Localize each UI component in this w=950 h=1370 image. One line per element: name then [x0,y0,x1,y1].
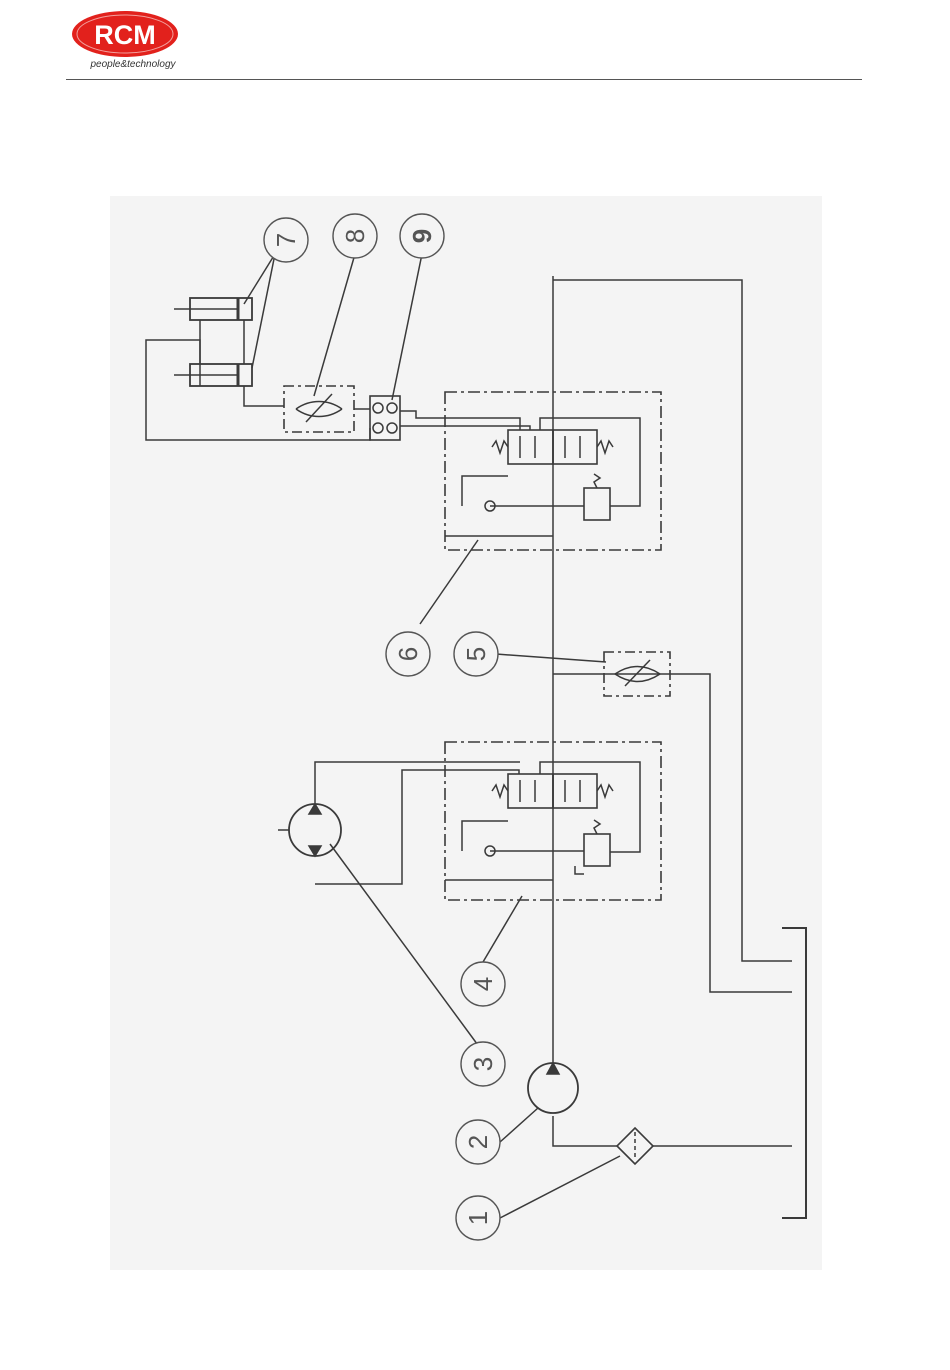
pump-symbol [528,1063,578,1113]
tank [782,928,806,1218]
leader-2 [500,1108,538,1142]
drain-line [553,674,792,992]
throttle-valve-8 [284,386,370,432]
leader-9 [392,254,422,400]
callout-1: 1 [463,1211,493,1225]
valve-block-lower [315,742,661,900]
logo-tagline: people&technology [89,59,176,70]
logo-text: RCM [94,20,156,50]
page-header: RCM people&technology [0,0,950,90]
leader-6 [420,540,478,624]
rcm-logo: RCM people&technology [70,8,180,70]
leader-7b [252,254,275,368]
header-divider [66,79,862,80]
leader-8 [314,254,355,396]
schematic-drawing: 1 2 3 4 5 6 7 8 9 [110,196,822,1270]
filter-symbol [617,1128,653,1164]
callout-9: 9 [407,229,437,243]
callout-6: 6 [393,647,423,661]
suction-line [553,1116,792,1146]
leader-4 [483,896,522,962]
callout-5: 5 [461,647,491,661]
callout-8: 8 [340,229,370,243]
callout-7: 7 [271,233,301,247]
callout-3: 3 [468,1057,498,1071]
leader-1 [500,1156,620,1218]
callout-4: 4 [468,977,498,991]
double-check-valve-9 [370,396,530,440]
hydraulic-schematic: 1 2 3 4 5 6 7 8 9 [110,196,822,1270]
leader-3 [330,844,483,1052]
motor-symbol [278,762,520,856]
leader-5 [496,654,606,662]
callout-2: 2 [463,1135,493,1149]
return-line [553,280,792,961]
